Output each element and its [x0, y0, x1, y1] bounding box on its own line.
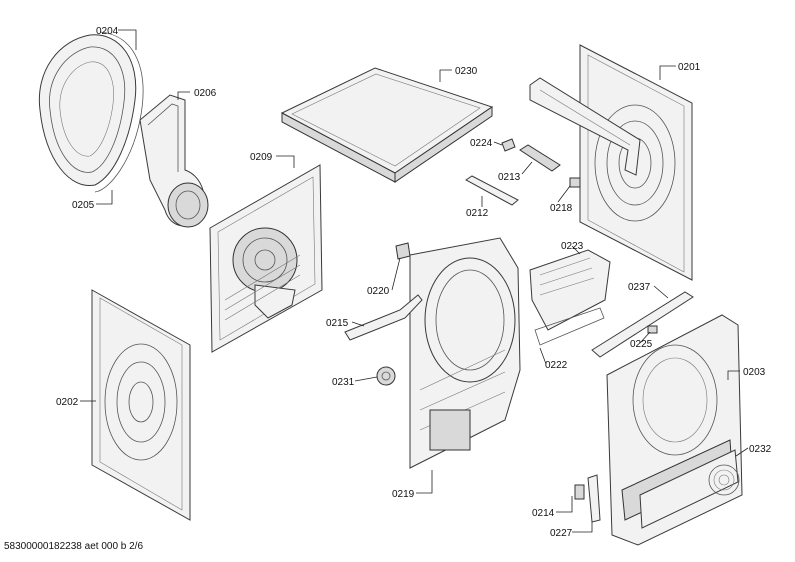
- callout-0212: 0212: [466, 208, 489, 219]
- callout-0224: 0224: [470, 138, 493, 149]
- part-0201-bracket: [529, 77, 641, 176]
- callout-0225: 0225: [630, 339, 653, 350]
- callout-0230: 0230: [455, 66, 478, 77]
- part-0214-latch: [574, 484, 585, 500]
- callout-0206: 0206: [194, 88, 217, 99]
- callout-labels: 0204 0206 0205 0230 0201 0209 0224 0213 …: [56, 26, 772, 539]
- callout-0204: 0204: [96, 26, 119, 37]
- callout-0222: 0222: [545, 360, 568, 371]
- callout-0219: 0219: [392, 489, 415, 500]
- part-0204-door-seal: [38, 31, 144, 193]
- callout-0232: 0232: [749, 444, 772, 455]
- part-0222-seal: [534, 307, 605, 346]
- leader-lines: [80, 29, 749, 533]
- callout-0214: 0214: [532, 508, 555, 519]
- part-0220-sensor: [395, 242, 411, 260]
- callout-0218: 0218: [550, 203, 573, 214]
- callout-0227: 0227: [550, 528, 573, 539]
- callout-0202: 0202: [56, 397, 79, 408]
- part-0225-clip: [647, 325, 658, 334]
- callout-0220: 0220: [367, 286, 390, 297]
- part-0215-bar: [344, 294, 423, 341]
- part-0213-guide: [519, 144, 561, 172]
- callout-0203: 0203: [743, 367, 766, 378]
- part-0209-rear-panel: [209, 164, 323, 353]
- part-0206-hose: [139, 94, 209, 228]
- callout-0223: 0223: [561, 241, 584, 252]
- callout-0237: 0237: [628, 282, 651, 293]
- callout-0213: 0213: [498, 172, 521, 183]
- callout-0205: 0205: [72, 200, 95, 211]
- callout-0209: 0209: [250, 152, 273, 163]
- part-0230-top-cover: [280, 67, 494, 183]
- callout-0201: 0201: [678, 62, 701, 73]
- part-0212-rail: [465, 175, 519, 206]
- part-0219-frame: [409, 237, 521, 469]
- part-0227-handle: [587, 474, 601, 523]
- part-0223-filter: [529, 249, 611, 331]
- part-0224-clip: [501, 138, 516, 152]
- part-0218-switch: [569, 177, 581, 188]
- callout-0231: 0231: [332, 377, 355, 388]
- part-0237-rail: [591, 291, 694, 358]
- callout-0215: 0215: [326, 318, 349, 329]
- document-code: 58300000182238 aet 000 b 2/6: [4, 541, 144, 552]
- part-0232-vent-grille: [639, 449, 740, 529]
- part-0202-side-panel-left: [91, 289, 191, 521]
- part-0231-knob: [376, 366, 396, 386]
